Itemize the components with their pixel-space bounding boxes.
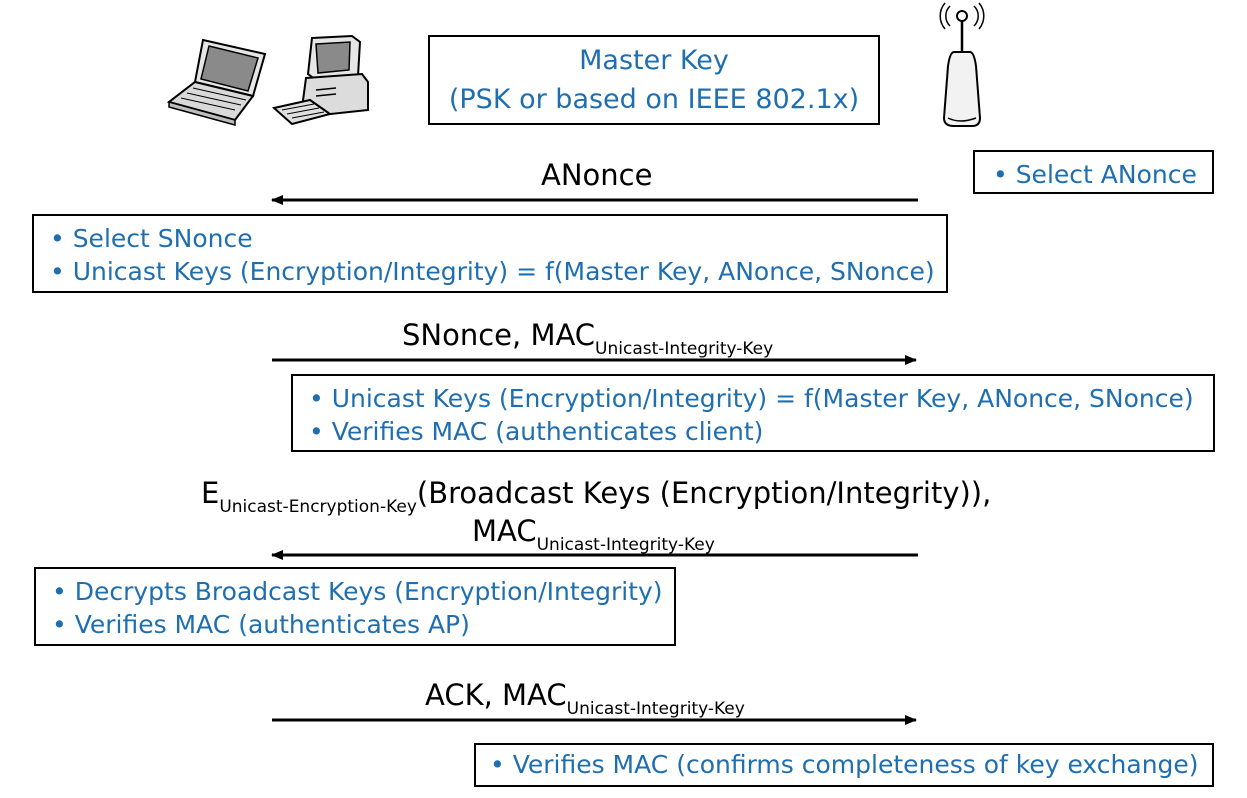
message-broadcast-e-sub: Unicast-Encryption-Key <box>219 497 417 517</box>
client-box1-item-2: • Unicast Keys (Encryption/Integrity) = … <box>50 257 935 286</box>
master-key-title: Master Key <box>579 45 729 76</box>
client-box1-item-1: • Select SNonce <box>50 224 253 253</box>
ap-select-anonce-box: • Select ANonce <box>973 150 1214 194</box>
message-snonce-main: SNonce, MAC <box>402 318 596 352</box>
desktop-computer-icon <box>272 34 369 126</box>
message-broadcast-e: E <box>201 476 220 510</box>
message-ack-main: ACK, MAC <box>425 678 567 712</box>
master-key-subtitle: (PSK or based on IEEE 802.1x) <box>448 84 860 115</box>
message-snonce-sub: Unicast-Integrity-Key <box>595 339 774 359</box>
client-box-select-snonce: • Select SNonce • Unicast Keys (Encrypti… <box>32 214 948 293</box>
message-ack-label: ACK, MACUnicast-Integrity-Key <box>425 678 745 726</box>
message-broadcast-mac-sub: Unicast-Integrity-Key <box>536 535 715 555</box>
ap-box3-item-1: • Verifies MAC (confirms completeness of… <box>490 750 1199 779</box>
message-broadcast-rest: (Broadcast Keys (Encryption/Integrity)), <box>416 476 992 510</box>
client-box-verify-ap: • Decrypts Broadcast Keys (Encryption/In… <box>34 567 676 646</box>
master-key-box: Master Key (PSK or based on IEEE 802.1x) <box>428 35 880 125</box>
message-broadcast-mac-label: MACUnicast-Integrity-Key <box>472 514 715 562</box>
client-box2-item-2: • Verifies MAC (authenticates AP) <box>52 610 470 639</box>
access-point-icon <box>939 2 985 127</box>
message-broadcast-keys-label: EUnicast-Encryption-Key(Broadcast Keys (… <box>201 476 991 524</box>
ap-box-verify-client: • Unicast Keys (Encryption/Integrity) = … <box>291 374 1215 452</box>
message-broadcast-mac: MAC <box>472 514 537 548</box>
client-box2-item-1: • Decrypts Broadcast Keys (Encryption/In… <box>52 577 663 606</box>
message-ack-sub: Unicast-Integrity-Key <box>566 699 745 719</box>
laptop-icon <box>166 38 267 126</box>
ap-box2-item-1: • Unicast Keys (Encryption/Integrity) = … <box>309 384 1194 413</box>
message-anonce-label: ANonce <box>541 158 653 192</box>
ap-select-anonce-item: • Select ANonce <box>993 160 1197 189</box>
ap-box2-item-2: • Verifies MAC (authenticates client) <box>309 417 764 446</box>
message-snonce-label: SNonce, MACUnicast-Integrity-Key <box>402 318 773 366</box>
ap-box-confirm-exchange: • Verifies MAC (confirms completeness of… <box>474 743 1214 787</box>
